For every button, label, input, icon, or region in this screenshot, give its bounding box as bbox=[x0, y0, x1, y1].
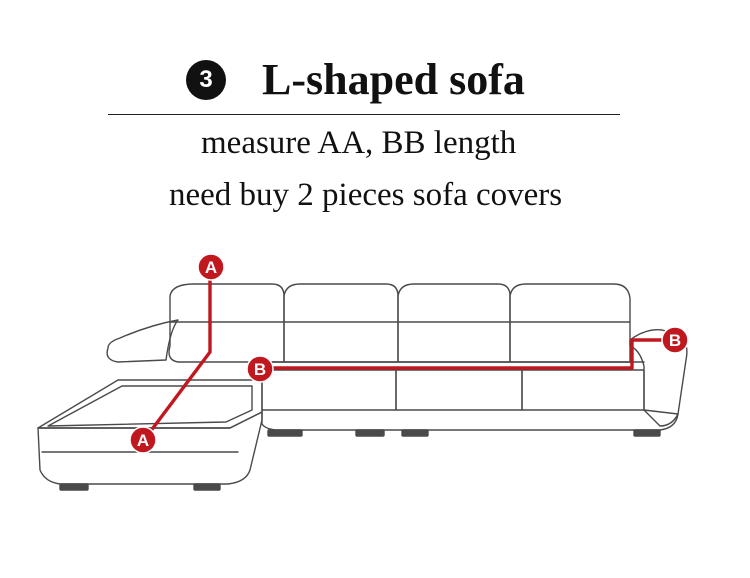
foot-4 bbox=[355, 429, 385, 437]
seat-base bbox=[261, 409, 679, 431]
left-arm bbox=[106, 319, 179, 363]
measure-line-aa bbox=[142, 266, 212, 442]
marker-b-right: B bbox=[661, 326, 689, 354]
back-cushion-2 bbox=[397, 283, 511, 363]
marker-b-left: B bbox=[246, 355, 274, 383]
seat-cushion-1 bbox=[261, 369, 397, 411]
back-cushion-1 bbox=[283, 283, 399, 363]
seat-cushion-3 bbox=[521, 369, 645, 411]
svg-text:A: A bbox=[137, 431, 149, 450]
right-arm bbox=[629, 329, 688, 427]
foot-5 bbox=[401, 429, 429, 437]
instruction-line-1: measure AA, BB length bbox=[201, 125, 517, 161]
chaise-cushion bbox=[47, 385, 253, 427]
title-divider bbox=[108, 114, 620, 115]
chaise-front bbox=[37, 411, 263, 485]
foot-2 bbox=[193, 483, 221, 491]
foot-1 bbox=[59, 483, 89, 491]
svg-text:A: A bbox=[205, 258, 217, 277]
measure-line-bb bbox=[258, 338, 674, 370]
svg-text:B: B bbox=[669, 331, 681, 350]
l-shaped-sofa-drawing bbox=[37, 283, 688, 491]
instruction-line-2: need buy 2 pieces sofa covers bbox=[169, 177, 563, 213]
marker-a-top: A bbox=[197, 253, 225, 281]
back-cushion-corner bbox=[168, 283, 285, 363]
back-cushion-3 bbox=[509, 283, 631, 363]
marker-a-bottom: A bbox=[129, 426, 157, 454]
page-title: L-shaped sofa bbox=[262, 55, 525, 104]
foot-6 bbox=[633, 429, 661, 437]
header: 3 L-shaped sofa bbox=[0, 40, 750, 110]
step-number-badge: 3 bbox=[186, 60, 226, 100]
svg-text:B: B bbox=[254, 360, 266, 379]
foot-3 bbox=[267, 429, 303, 437]
seat-cushion-2 bbox=[395, 369, 523, 411]
